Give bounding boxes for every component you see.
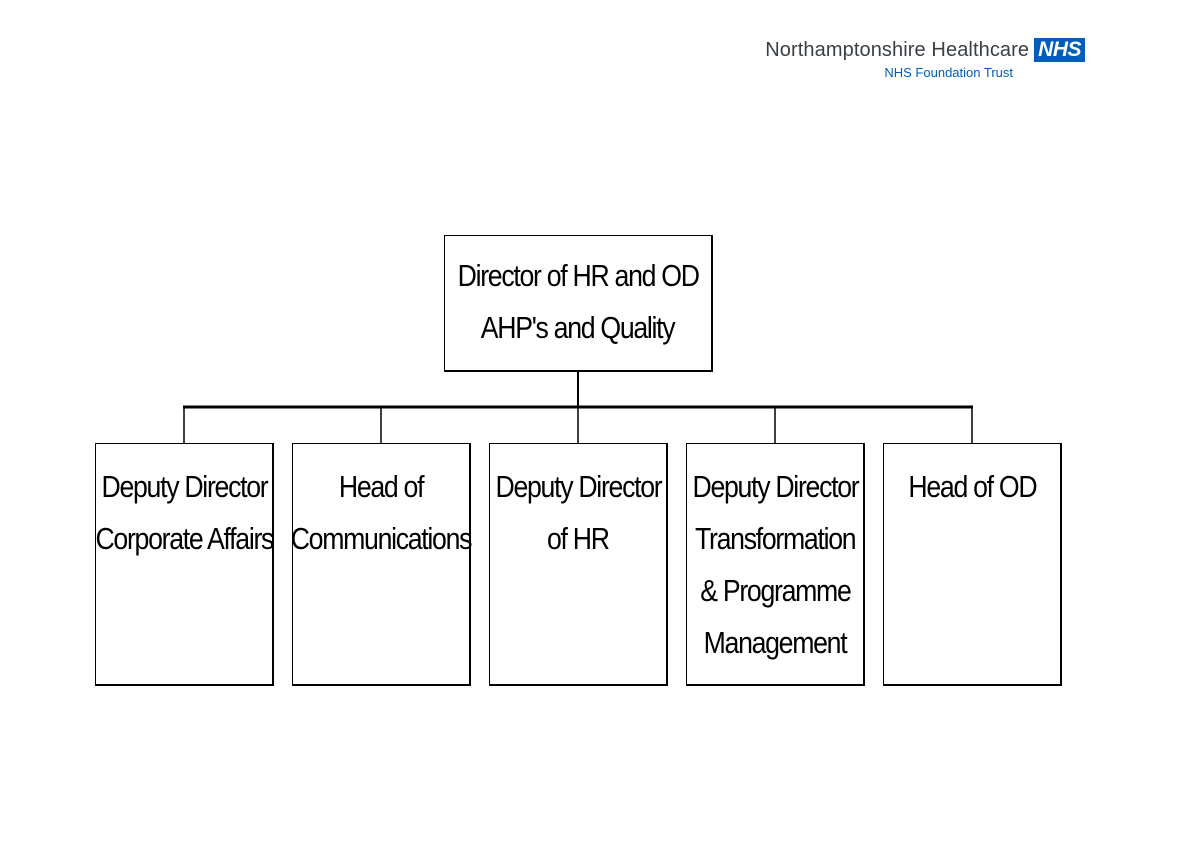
director-title-line-1: Director of HR and OD	[457, 258, 699, 293]
role-title-line: & Programme	[699, 573, 852, 608]
trust-name: Northamptonshire Healthcare	[765, 39, 1030, 61]
role-title-line: Communications	[290, 521, 473, 556]
director-box: Director of HR and OD AHP's and Quality	[444, 235, 713, 372]
role-title-line: Deputy Director	[495, 469, 662, 504]
role-title-line: Head of	[338, 469, 425, 504]
director-title-line-2: AHP's and Quality	[481, 310, 676, 345]
role-title-line: of HR	[547, 521, 610, 556]
head-of-od-box: Head of OD	[883, 443, 1062, 686]
deputy-director-corporate-affairs-box: Deputy Director Corporate Affairs	[95, 443, 274, 686]
role-title-line: Corporate Affairs	[95, 521, 274, 556]
nhs-logo-badge: NHS	[1034, 38, 1085, 62]
role-title-line: Management	[703, 625, 848, 660]
trust-subtitle: NHS Foundation Trust	[884, 65, 1013, 80]
head-of-communications-box: Head of Communications	[290, 443, 473, 686]
deputy-director-transformation-box: Deputy Director Transformation & Program…	[686, 443, 865, 686]
role-title-line: Deputy Director	[101, 469, 268, 504]
role-title-line: Head of OD	[908, 469, 1037, 504]
role-title-line: Deputy Director	[692, 469, 859, 504]
deputy-director-hr-box: Deputy Director of HR	[489, 443, 668, 686]
role-title-line: Transformation	[694, 521, 857, 556]
trust-logo: Northamptonshire Healthcare NHS NHS Foun…	[765, 38, 1085, 80]
